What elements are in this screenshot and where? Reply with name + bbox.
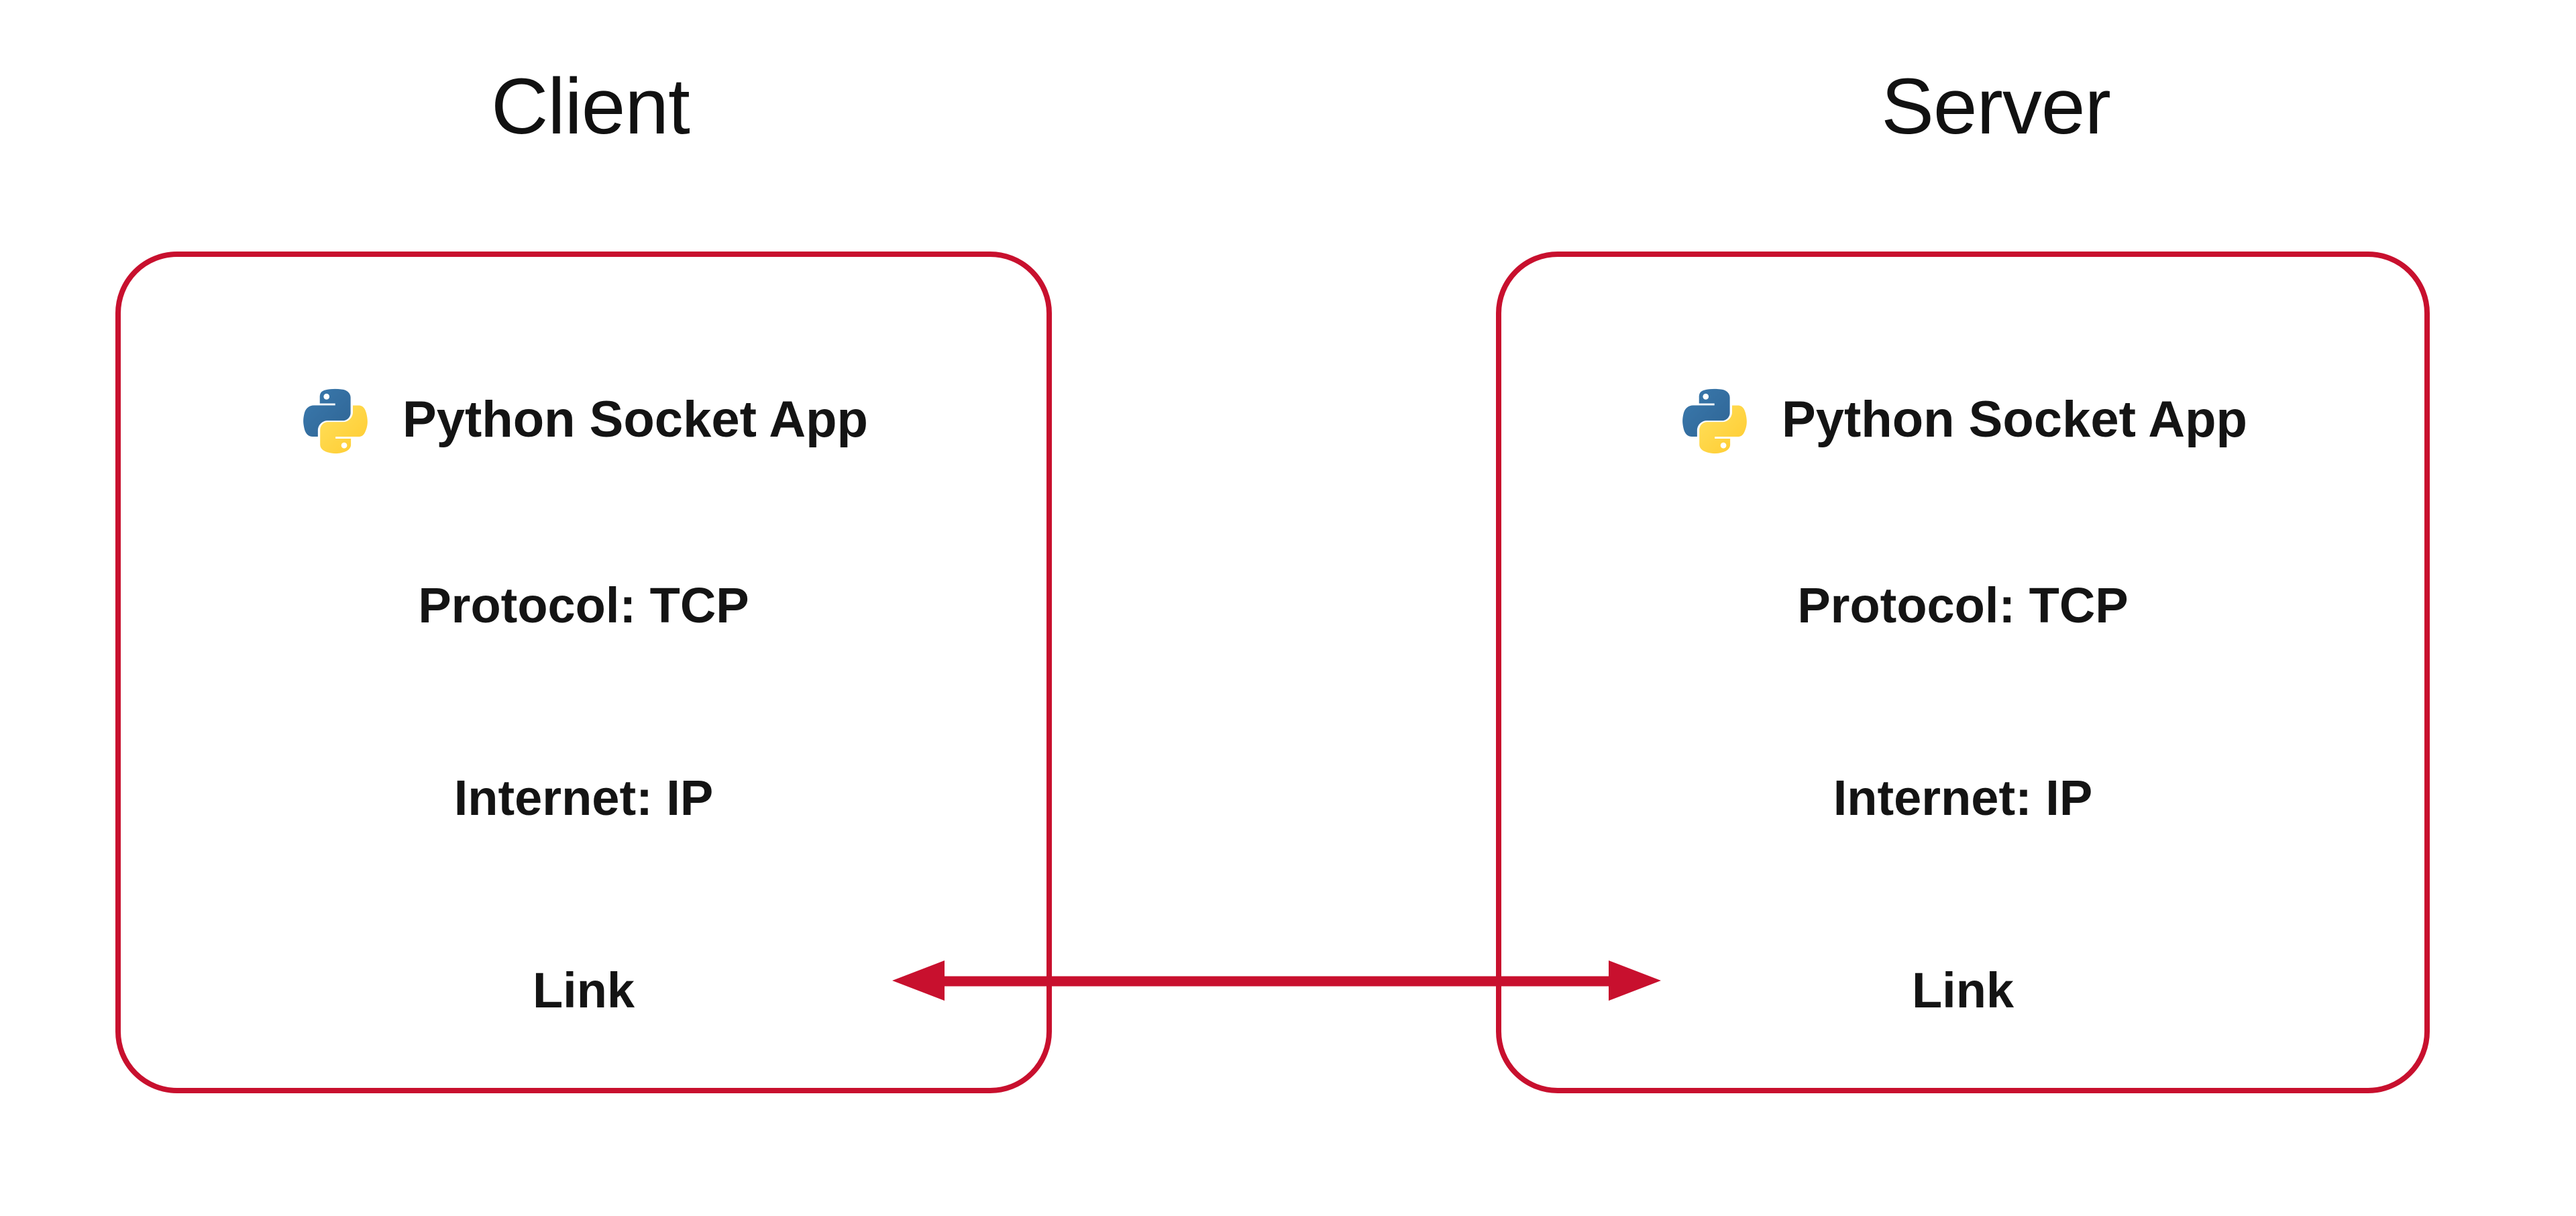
server-layer-transport: Protocol: TCP — [1501, 571, 2424, 641]
python-logo-icon — [1682, 388, 1747, 454]
server-layer-link: Link — [1501, 956, 2424, 1026]
client-application-label: Python Socket App — [402, 391, 868, 448]
server-stack-box[interactable]: Python Socket App Protocol: TCP Internet… — [1496, 252, 2430, 1093]
column-title-client: Client — [491, 62, 690, 151]
client-layer-application: Python Socket App — [121, 376, 1046, 463]
server-link-label: Link — [1911, 962, 2015, 1018]
client-stack-box[interactable]: Python Socket App Protocol: TCP Internet… — [115, 252, 1052, 1093]
client-layer-internet: Internet: IP — [121, 763, 1046, 833]
server-layer-application: Python Socket App — [1501, 376, 2424, 463]
client-layer-link: Link — [121, 956, 1046, 1026]
server-layer-internet: Internet: IP — [1501, 763, 2424, 833]
server-transport-label: Protocol: TCP — [1797, 577, 2129, 633]
client-layer-transport: Protocol: TCP — [121, 571, 1046, 641]
server-internet-label: Internet: IP — [1833, 770, 2093, 826]
client-internet-label: Internet: IP — [453, 770, 714, 826]
python-logo-icon — [303, 388, 368, 454]
column-title-server: Server — [1881, 62, 2111, 151]
server-application-label: Python Socket App — [1782, 391, 2247, 448]
client-transport-label: Protocol: TCP — [418, 577, 749, 633]
client-link-label: Link — [532, 962, 635, 1018]
